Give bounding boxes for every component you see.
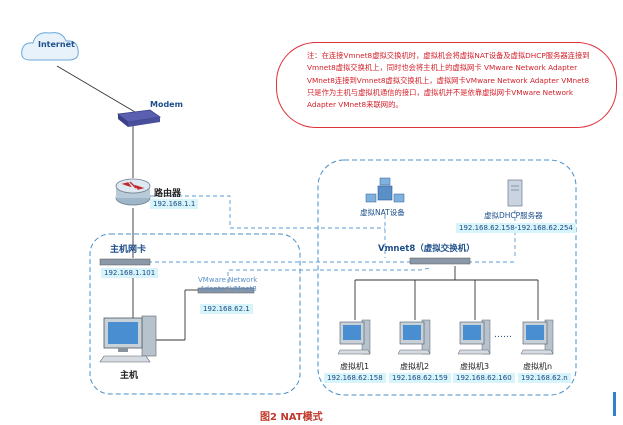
edge-bar <box>613 392 616 416</box>
vm-computers <box>337 319 554 355</box>
host-computer-icon <box>99 315 157 363</box>
host-nic-label: 主机网卡 <box>110 245 147 255</box>
vm-1-ip: 192.168.62.158 <box>324 373 386 383</box>
dhcp-ip: 192.168.62.158-192.168.62.254 <box>456 223 576 233</box>
explanation-note: 注：在连接Vmnet8虚拟交换机时，虚拟机会将虚拟NAT设备及虚拟DHCP服务器… <box>276 42 617 128</box>
virtual-links <box>148 195 516 290</box>
vm-n-label: 虚拟机n <box>523 362 553 371</box>
dhcp-server-icon <box>507 179 523 207</box>
nat-label: 虚拟NAT设备 <box>360 208 405 217</box>
dhcp-label: 虚拟DHCP服务器 <box>484 211 543 220</box>
vm-2-ip: 192.168.62.159 <box>389 373 451 383</box>
internet-cloud-icon <box>21 32 79 61</box>
internet-label: Internet <box>38 40 75 49</box>
vm-2-label: 虚拟机2 <box>400 362 430 371</box>
vswitch-label: Vmnet8（虚拟交换机） <box>378 244 475 254</box>
vm-3-label: 虚拟机3 <box>460 362 490 371</box>
host-nic-icon <box>99 258 151 266</box>
vm-1-label: 虚拟机1 <box>340 362 370 371</box>
router-icon <box>115 178 151 206</box>
modem-label: Modem <box>150 100 183 109</box>
nat-device-icon <box>365 177 405 203</box>
virtual-network-region <box>317 159 577 396</box>
vm-1-icon <box>337 319 371 355</box>
vm-3-ip: 192.168.62.160 <box>453 373 515 383</box>
figure-caption: 图2 NAT模式 <box>260 412 323 423</box>
vmnet8-adapter-label-line2: Adapter VMnet8 <box>200 285 257 293</box>
host-region <box>89 233 301 395</box>
router-label: 路由器 <box>154 189 182 199</box>
vm-3-icon <box>457 319 491 355</box>
modem-icon <box>117 109 162 127</box>
vm-n-icon <box>520 319 554 355</box>
vm-ellipsis: …… <box>494 330 512 340</box>
host-label: 主机 <box>120 371 139 381</box>
vm-2-icon <box>397 319 431 355</box>
vmnet8-adapter-ip: 192.168.62.1 <box>200 304 253 314</box>
vmnet8-adapter-icon <box>197 287 255 294</box>
vm-n-ip: 192.168.62.n <box>518 373 571 383</box>
vmnet8-adapter-label-line1: VMware Network <box>198 276 258 284</box>
router-ip: 192.168.1.1 <box>150 199 199 209</box>
host-nic-ip: 192.168.1.101 <box>101 268 159 278</box>
vswitch-icon <box>409 257 471 265</box>
